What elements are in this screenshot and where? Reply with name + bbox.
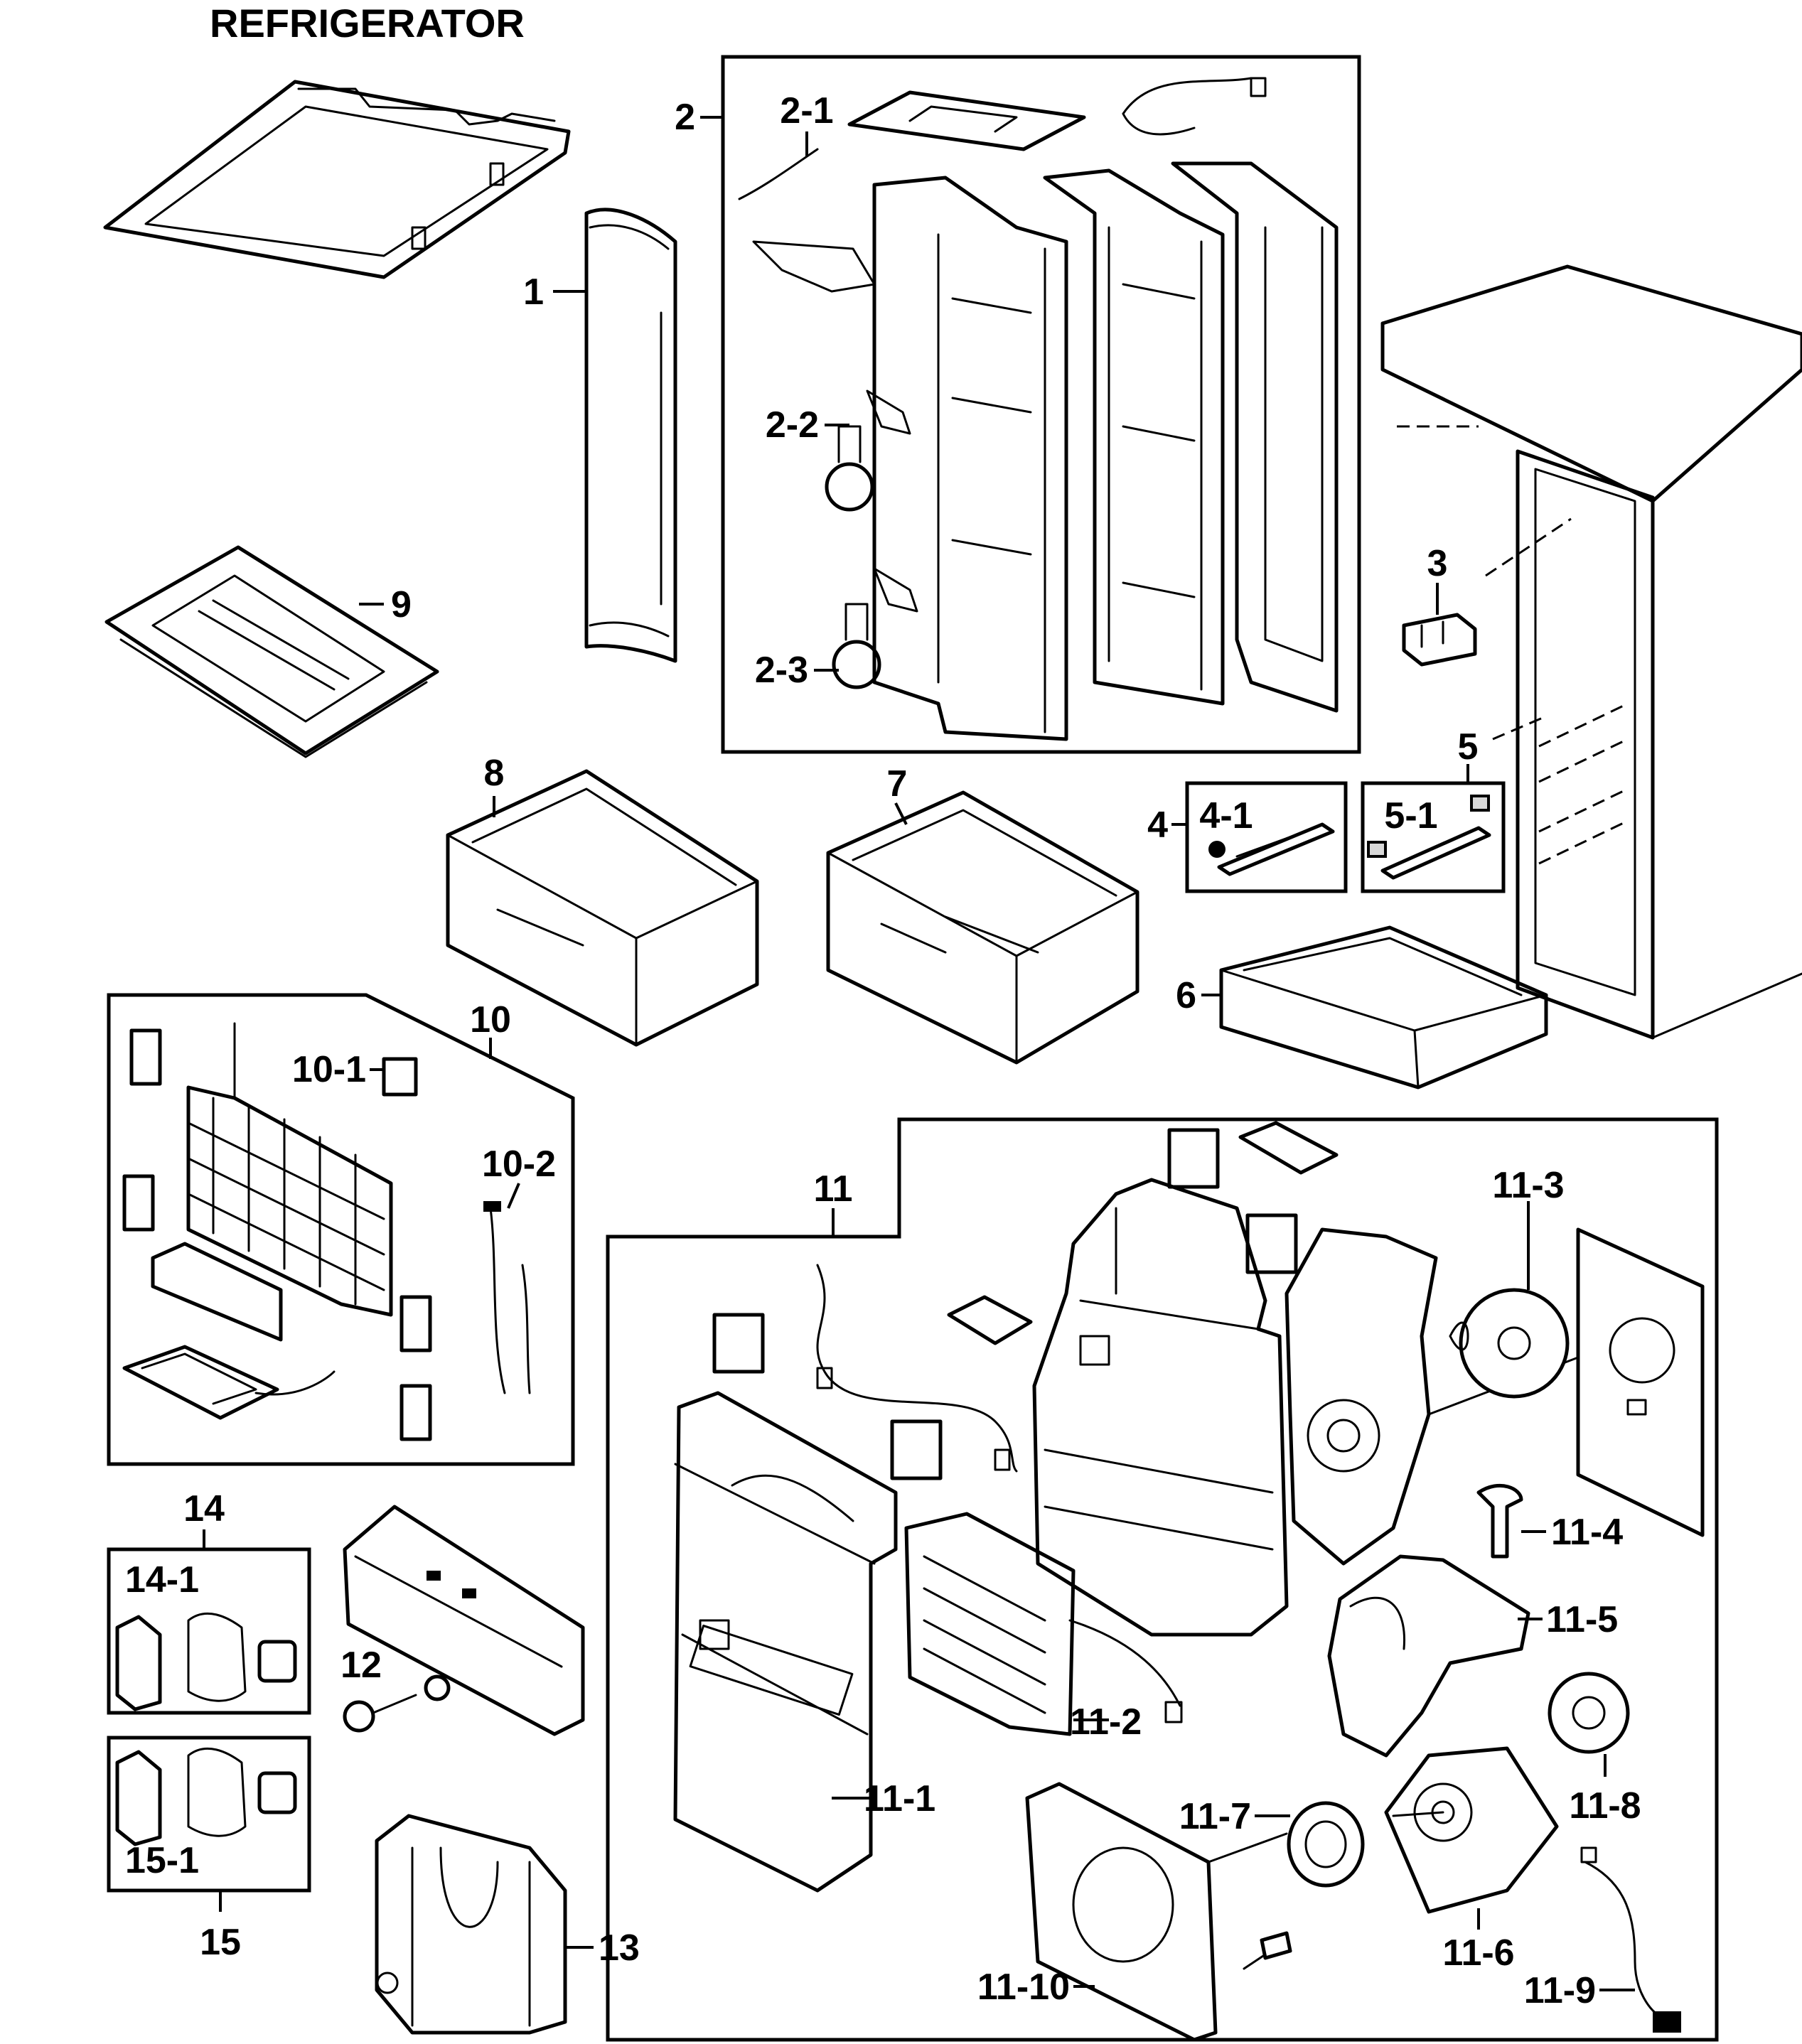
- part-14-drawing: [115, 1613, 297, 1711]
- label-2: 2: [675, 97, 695, 138]
- part-6-drawing: [1201, 925, 1548, 1090]
- label-2-1: 2-1: [780, 90, 833, 131]
- label-11-7: 11-7: [1179, 1796, 1251, 1837]
- label-6: 6: [1176, 975, 1196, 1016]
- label-10-2: 10-2: [482, 1144, 556, 1185]
- group-14-box: [107, 1547, 311, 1715]
- label-11-9: 11-9: [1524, 1970, 1596, 2011]
- label-8: 8: [484, 753, 505, 794]
- label-11-4: 11-4: [1551, 1512, 1623, 1553]
- part-11-drawing: [673, 1121, 1705, 2042]
- part-5-drawing: [1367, 795, 1491, 880]
- label-11-6: 11-6: [1442, 1932, 1514, 1974]
- label-5: 5: [1458, 726, 1479, 768]
- group-15-box: [107, 1736, 311, 1893]
- label-2-2: 2-2: [766, 404, 819, 446]
- group-4-box: [1185, 781, 1348, 893]
- label-2-3: 2-3: [755, 650, 808, 691]
- label-10-1: 10-1: [292, 1049, 366, 1090]
- label-4-1: 4-1: [1199, 795, 1253, 837]
- top-cover-drawing: [103, 80, 571, 279]
- group-5-box: [1361, 781, 1506, 893]
- label-4: 4: [1147, 805, 1168, 846]
- label-9: 9: [391, 584, 412, 625]
- label-15: 15: [200, 1922, 241, 1963]
- label-1: 1: [523, 271, 544, 313]
- label-14-1: 14-1: [125, 1559, 199, 1601]
- dispenser-cover-drawing: [343, 1505, 585, 1736]
- part-3-drawing: [1402, 583, 1477, 667]
- part-8-drawing: [446, 769, 759, 1047]
- cabinet-drawing: [1380, 264, 1802, 1040]
- part-4-drawing: [1208, 822, 1335, 876]
- label-11-2: 11-2: [1070, 1701, 1142, 1743]
- label-10: 10: [470, 999, 511, 1040]
- part-12-drawing: [343, 1674, 451, 1733]
- label-11: 11: [814, 1168, 853, 1210]
- part-10-drawing: [122, 1022, 531, 1441]
- label-11-8: 11-8: [1569, 1785, 1641, 1827]
- part-13-drawing: [375, 1814, 594, 2035]
- group-11-box: [606, 1117, 1719, 2042]
- part-15-drawing: [115, 1748, 297, 1846]
- group-2-box: [721, 55, 1361, 754]
- group-10-box: [107, 993, 575, 1466]
- label-11-5: 11-5: [1546, 1599, 1618, 1640]
- label-11-3: 11-3: [1492, 1165, 1564, 1206]
- part-9-drawing: [104, 545, 439, 758]
- label-5-1: 5-1: [1384, 795, 1437, 837]
- part-1-drawing: [553, 208, 677, 663]
- label-15-1: 15-1: [125, 1840, 199, 1881]
- diagram-title: REFRIGERATOR: [210, 1, 525, 45]
- label-11-10: 11-10: [977, 1967, 1070, 2008]
- label-11-1: 11-1: [864, 1778, 935, 1819]
- label-12: 12: [340, 1645, 382, 1686]
- label-7: 7: [887, 763, 908, 805]
- label-3: 3: [1427, 543, 1448, 584]
- part-7-drawing: [826, 790, 1139, 1065]
- part-2-drawing: [738, 77, 1339, 741]
- label-13: 13: [599, 1927, 640, 1969]
- label-14: 14: [183, 1488, 225, 1529]
